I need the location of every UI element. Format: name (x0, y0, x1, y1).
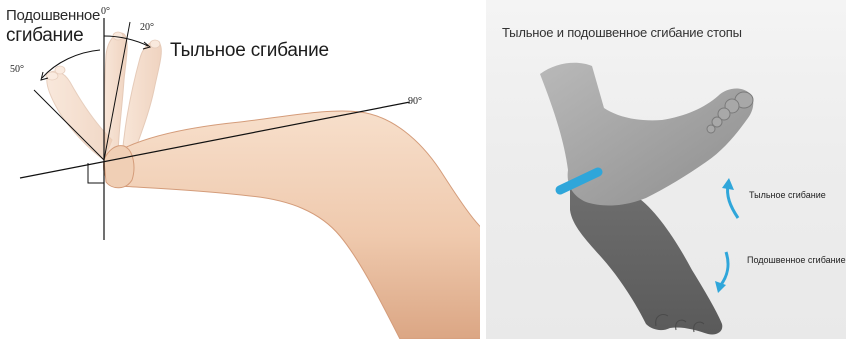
angle-label-90: 90° (408, 96, 422, 107)
angle-label-0: 0° (101, 6, 110, 17)
plantar-flexion-label-line2: сгибание (6, 25, 100, 47)
plantar-flexed-foot (570, 186, 722, 335)
plantar-flexion-label: Подошвенное сгибание (6, 7, 100, 47)
neutral-foot (104, 146, 134, 188)
angle-label-50: 50° (10, 64, 24, 75)
foot-diagram-panel: Тыльное и подошвенное сгибание стопы Тыл… (486, 0, 846, 339)
right-plantar-label: Подошвенное сгибание (747, 255, 846, 265)
right-angle-marker (88, 163, 104, 183)
dorsiflexion-label: Тыльное сгибание (170, 40, 329, 62)
leg-diagram-panel: Подошвенное сгибание Тыльное сгибание 0°… (0, 0, 480, 339)
lower-leg (104, 111, 480, 339)
plantar-flexion-label-line1: Подошвенное (6, 7, 100, 25)
plantar-flexed-foot-ghost (46, 66, 112, 160)
plantar-arrowhead-icon (715, 281, 726, 293)
foot-diagram-title: Тыльное и подошвенное сгибание стопы (502, 25, 742, 40)
plantar-arrow (720, 252, 728, 286)
angle-label-20: 20° (140, 22, 154, 33)
foot-illustration (486, 0, 846, 339)
dorsiflexion-arrowhead-icon (722, 178, 734, 190)
right-dorsiflexion-label: Тыльное сгибание (749, 190, 826, 200)
